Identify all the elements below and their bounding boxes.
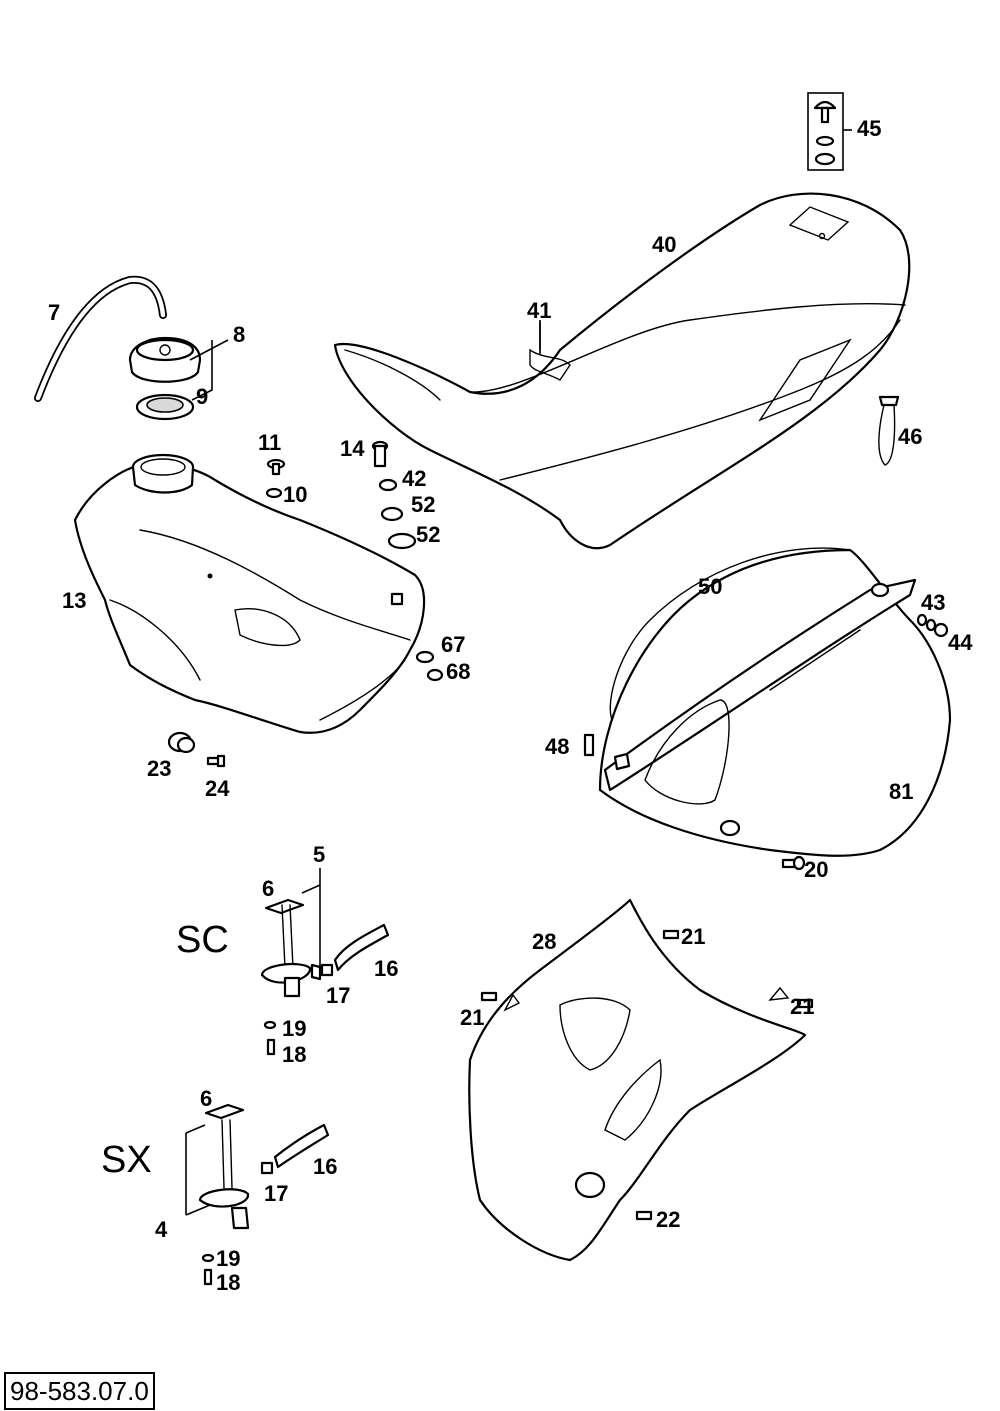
callout-52-b: 52 (416, 522, 440, 547)
callout-16-sc: 16 (374, 956, 398, 981)
part-42-washer (378, 478, 398, 492)
part-10-washer (265, 487, 283, 499)
part-9-cap-seal (135, 340, 213, 421)
callout-8: 8 (233, 322, 245, 347)
callout-45: 45 (857, 116, 881, 141)
callout-19-sx: 19 (216, 1246, 240, 1271)
part-24-screw (206, 754, 226, 768)
callout-6-sc: 6 (262, 876, 274, 901)
part-7-vent-hose (34, 275, 167, 402)
callout-7: 7 (48, 300, 60, 325)
part-45-bolt-kit (807, 92, 852, 171)
callout-17-sc: 17 (326, 983, 350, 1008)
callout-5: 5 (313, 842, 325, 867)
callout-28: 28 (532, 929, 556, 954)
callout-10: 10 (283, 482, 307, 507)
sc-fuel-tap-assembly (260, 868, 390, 1056)
callout-43: 43 (921, 590, 945, 615)
callout-13: 13 (62, 588, 86, 613)
callout-50: 50 (698, 574, 722, 599)
sc-clamp-17 (320, 963, 334, 977)
callout-19-sc: 19 (282, 1016, 306, 1041)
callout-21-c: 21 (460, 1005, 484, 1030)
part-52-rubber-b (387, 532, 417, 550)
callout-20: 20 (804, 857, 828, 882)
part-8-fuel-cap (128, 336, 229, 383)
part-14-bolt (371, 440, 389, 468)
callout-16-sx: 16 (313, 1154, 337, 1179)
part-46-strap (878, 395, 900, 466)
callout-68: 68 (446, 659, 470, 684)
part-40-seat (333, 192, 911, 550)
callout-11: 11 (258, 430, 281, 455)
part-11-screw (266, 458, 286, 476)
callout-9: 9 (196, 384, 208, 409)
callout-14: 14 (340, 436, 365, 461)
callout-81: 81 (889, 779, 913, 804)
callout-23: 23 (147, 756, 171, 781)
callout-67: 67 (441, 632, 465, 657)
callout-18-sx: 18 (216, 1270, 240, 1295)
part-28-radiator-shroud (468, 898, 807, 1262)
callout-17-sx: 17 (264, 1181, 288, 1206)
part-20-screw (781, 855, 806, 871)
callout-48: 48 (545, 734, 569, 759)
callout-24: 24 (205, 776, 230, 801)
variant-label-sc: SC (176, 919, 229, 961)
part-43-44-hardware (916, 613, 949, 638)
part-23-grommet (167, 731, 196, 754)
part-21-22-screws (480, 929, 814, 1221)
callout-4: 4 (155, 1217, 168, 1242)
part-81-side-panel (598, 547, 952, 857)
callout-52-a: 52 (411, 492, 435, 517)
part-13-fuel-tank (73, 453, 426, 734)
variant-label-sx: SX (101, 1139, 152, 1181)
part-67-washer (415, 650, 435, 664)
callout-18-sc: 18 (282, 1042, 306, 1067)
callout-42: 42 (402, 466, 426, 491)
callout-40: 40 (652, 232, 676, 257)
drawing-reference-number: 98-583.07.0 (4, 1372, 155, 1410)
sx-fuel-tap-assembly (185, 1103, 330, 1286)
callout-6-sx: 6 (200, 1086, 212, 1111)
callout-46: 46 (898, 424, 922, 449)
callout-21-b: 21 (790, 994, 814, 1019)
callout-41: 41 (527, 298, 551, 323)
part-68-nut (426, 668, 444, 682)
part-48-clip (583, 733, 631, 771)
callout-44: 44 (948, 630, 973, 655)
part-52-rubber-a (380, 506, 404, 522)
callout-22: 22 (656, 1207, 680, 1232)
callout-21-a: 21 (681, 924, 705, 949)
